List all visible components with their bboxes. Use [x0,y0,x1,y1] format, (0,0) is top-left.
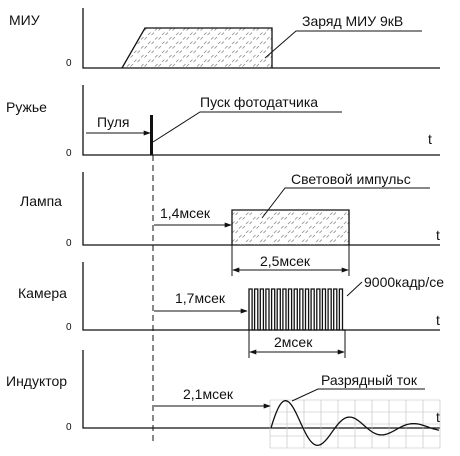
lamp-duration-label: 2,5мсек [260,253,311,269]
inductor-label: Индуктор [6,373,67,389]
row-miu: МИУ 0 Заряд МИУ 9кВ [9,8,440,69]
gun-zero-label: 0 [66,148,72,159]
lamp-delay-label: 1,4мсек [160,205,211,221]
camera-time-axis-label: t [436,312,440,328]
gun-label: Ружье [6,99,47,115]
lamp-pulse-trace [231,209,350,245]
miu-callout-text: Заряд МИУ 9кВ [302,13,403,29]
camera-delay-label: 1,7мсек [175,290,226,306]
lamp-callout-text: Световой импульс [291,171,411,187]
lamp-pulse-area [232,210,349,245]
lamp-callout-leader [261,187,430,219]
miu-charge-trace [121,27,273,69]
miu-callout-leader [264,30,422,59]
gun-time-axis-label: t [428,131,432,147]
camera-duration-label: 2мсек [274,334,313,350]
inductor-discharge-waveform [270,400,440,446]
row-inductor: Индуктор 0 Разрядный ток 2,1мсек t [6,350,441,449]
gun-callout-leader [152,111,342,143]
gun-axes [82,85,440,156]
row-gun: Ружье 0 Пуля Пуск фотодатчика t [6,85,440,159]
inductor-delay-label: 2,1мсек [183,386,234,402]
camera-frame-pulse-train [248,288,345,331]
camera-callout-leader [346,281,363,297]
row-camera: Камера 0 9000кадр/се 1,7мсек 2мсек t [18,262,444,358]
camera-axes [82,262,440,331]
camera-zero-label: 0 [66,322,72,333]
camera-label: Камера [18,285,67,301]
inductor-callout-leader [291,388,425,402]
row-lamp: Лампа 0 Световой импульс 1,4мсек 2,5мсек… [20,171,440,276]
lamp-time-axis-label: t [436,227,440,243]
gun-trigger-pulse [150,115,153,155]
miu-axes [82,8,440,69]
lamp-label: Лампа [20,193,62,209]
camera-frame-pulses [248,288,345,331]
miu-charge-area [122,28,272,68]
miu-zero-label: 0 [66,58,72,69]
inductor-callout-text: Разрядный ток [321,372,418,388]
inductor-grid [269,399,441,449]
camera-callout-text: 9000кадр/се [364,274,444,290]
inductor-time-axis-label: t [436,409,440,425]
gun-bullet-label: Пуля [97,114,130,130]
lamp-zero-label: 0 [66,238,72,249]
gun-callout-text: Пуск фотодатчика [200,94,318,110]
inductor-zero-label: 0 [66,422,72,433]
miu-label: МИУ [9,12,40,28]
